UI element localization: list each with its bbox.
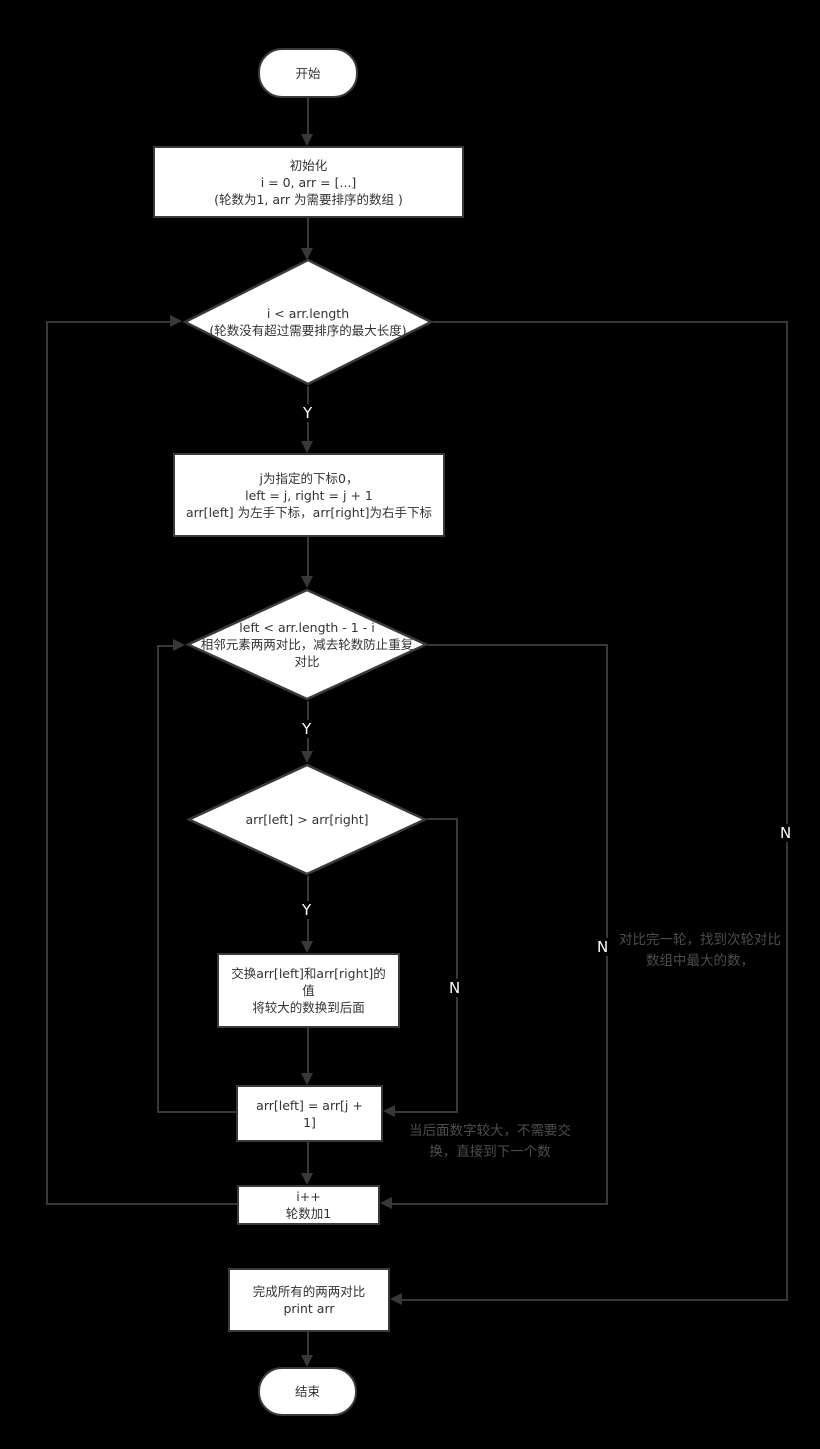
arrow-head-down	[301, 941, 313, 953]
arrow-head-right	[170, 315, 182, 327]
edge-advance-loop-vertical	[157, 645, 159, 1113]
yes-label: Y	[300, 901, 314, 919]
yes-label: Y	[300, 720, 314, 738]
edge-compare-no-top	[427, 818, 458, 820]
arrow-head-left	[390, 1293, 402, 1305]
edge-inner-no-top	[428, 644, 608, 646]
increment-box: i++ 轮数加1	[237, 1185, 380, 1225]
edge-inner-no-vertical	[606, 644, 608, 1205]
arrow-head-down	[301, 751, 313, 763]
end-node: 结束	[258, 1367, 357, 1416]
diamond-shape	[185, 588, 429, 701]
arrow-head-right	[173, 639, 185, 651]
outer-loop-condition-diamond: i < arr.length (轮数没有超过需要排序的最大长度)	[182, 258, 434, 386]
inner-loop-condition-label: left < arr.length - 1 - i 相邻元素两两对比，减去轮数防…	[200, 620, 414, 669]
arrow-head-left	[380, 1197, 392, 1209]
edge-compare-no-vertical	[456, 818, 458, 1113]
edge-advance-increment	[307, 1142, 309, 1175]
edge-compare-no-bottom	[394, 1111, 458, 1113]
edge-increment-loop-top	[46, 321, 171, 323]
advance-box: arr[left] = arr[j + 1]	[236, 1085, 383, 1142]
no-label: N	[447, 979, 463, 997]
arrow-head-left	[383, 1105, 395, 1117]
outer-loop-condition-label: i < arr.length (轮数没有超过需要排序的最大长度)	[209, 306, 407, 338]
arrow-head-down	[301, 1073, 313, 1085]
arrow-head-down	[301, 1173, 313, 1185]
arrow-head-down	[301, 248, 313, 260]
setup-pointers-box: j为指定的下标0， left = j, right = j + 1 arr[le…	[173, 453, 445, 537]
swap-box: 交换arr[left]和arr[right]的值 将较大的数换到后面	[217, 953, 400, 1028]
arrow-head-down	[301, 134, 313, 146]
edge-outer-no-vertical	[786, 321, 788, 1301]
edge-advance-loop-top	[157, 645, 174, 647]
edge-increment-loop-vertical	[46, 321, 48, 1205]
no-label: N	[595, 938, 611, 956]
diamond-shape	[186, 763, 428, 876]
annotation-no-swap-needed: 当后面数字较大，不需要交 换，直接到下一个数	[409, 1123, 571, 1160]
edge-inner-no-bottom	[391, 1203, 608, 1205]
edge-setup-inner	[307, 537, 309, 578]
edge-outer-no-top	[433, 321, 788, 323]
edge-start-init	[307, 98, 309, 136]
arrow-head-down	[301, 1355, 313, 1367]
finish-box: 完成所有的两两对比 print arr	[228, 1268, 390, 1332]
diamond-shape	[182, 258, 434, 386]
edge-init-outer	[307, 218, 309, 250]
arrow-head-down	[301, 576, 313, 588]
edge-swap-advance	[307, 1028, 309, 1075]
annotation-round-complete: 对比完一轮，找到次轮对比 数组中最大的数，	[619, 932, 781, 969]
compare-condition-diamond: arr[left] > arr[right]	[186, 763, 428, 876]
edge-outer-no-bottom	[401, 1299, 788, 1301]
yes-label: Y	[301, 404, 315, 422]
arrow-head-down	[301, 441, 313, 453]
no-label: N	[778, 824, 794, 842]
edge-finish-end	[307, 1332, 309, 1357]
edge-increment-loop-bottom	[46, 1203, 237, 1205]
edge-advance-loop-bottom	[157, 1111, 236, 1113]
inner-loop-condition-diamond: left < arr.length - 1 - i 相邻元素两两对比，减去轮数防…	[185, 588, 429, 701]
compare-condition-label: arr[left] > arr[right]	[245, 812, 369, 827]
start-node: 开始	[258, 48, 358, 98]
init-box: 初始化 i = 0, arr = [...] (轮数为1, arr 为需要排序的…	[153, 146, 464, 218]
